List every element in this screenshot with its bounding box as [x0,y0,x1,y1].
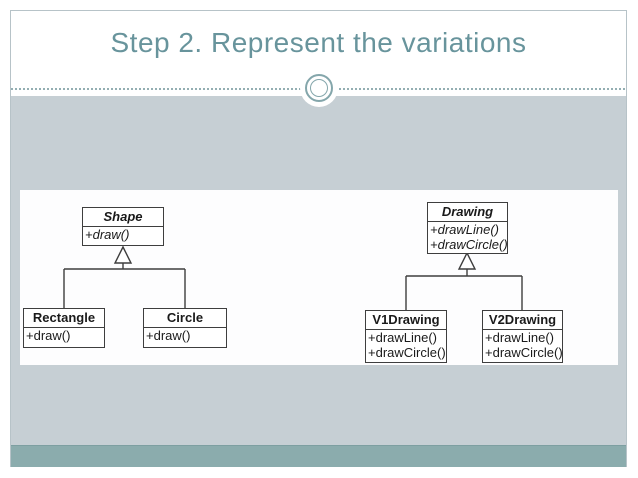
class-box-circle: Circle +draw() [143,308,227,348]
right-inheritance-connector [405,251,523,312]
class-box-shape: Shape +draw() [82,207,164,246]
class-method: +drawLine() [368,330,438,345]
class-name: Drawing [428,203,507,222]
class-name: V1Drawing [366,311,446,330]
uml-diagram-panel: Shape +draw() Rectangle +draw() Circle +… [20,190,618,365]
class-box-v2drawing: V2Drawing +drawLine() +drawCircle() [482,310,563,363]
class-box-rectangle: Rectangle +draw() [23,308,105,348]
divider-inner-circle-icon [310,79,328,97]
class-method: +drawLine() [485,330,555,345]
divider-circle-icon [305,74,333,102]
class-name: Shape [83,208,163,227]
class-box-drawing: Drawing +drawLine() +drawCircle() [427,202,508,254]
class-method: +drawLine() [430,222,500,237]
class-method: +draw() [26,328,71,343]
class-name: Rectangle [24,309,104,328]
class-method: +drawCircle() [368,345,446,360]
footer-accent-bar [11,445,626,467]
left-inheritance-connector [63,245,186,310]
inheritance-triangle-icon [457,251,477,270]
slide-title: Step 2. Represent the variations [110,27,527,58]
inheritance-triangle-icon [113,245,133,264]
slide-frame: Step 2. Represent the variations Shape [10,10,627,467]
inheritance-connectors [63,245,523,312]
class-name: V2Drawing [483,311,562,330]
class-box-v1drawing: V1Drawing +drawLine() +drawCircle() [365,310,447,363]
class-method: +draw() [146,328,191,343]
class-method: +drawCircle() [430,237,508,252]
class-method: +drawCircle() [485,345,563,360]
class-method: +draw() [85,227,130,242]
class-name: Circle [144,309,226,328]
